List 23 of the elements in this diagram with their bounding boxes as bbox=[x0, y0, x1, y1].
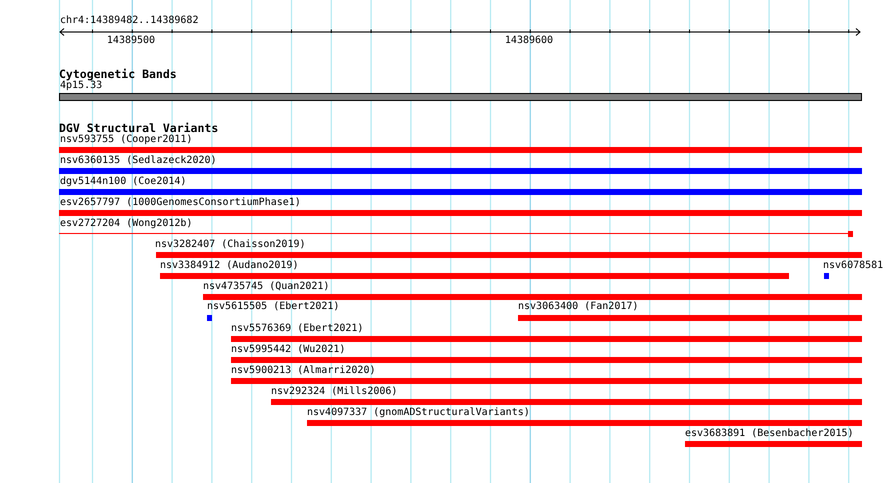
location-label: chr4:14389482..14389682 bbox=[60, 15, 198, 27]
variant-label: dgv5144n100 (Coe2014) bbox=[60, 176, 186, 188]
track-title: Cytogenetic Bands bbox=[59, 68, 177, 80]
variant-label: nsv5900213 (Almarri2020) bbox=[231, 365, 376, 377]
variant-label: nsv5995442 (Wu2021) bbox=[231, 344, 346, 356]
track-title: DGV Structural Variants bbox=[59, 122, 218, 134]
variant-label: nsv3384912 (Audano2019) bbox=[160, 260, 298, 272]
variant-label: nsv5615505 (Ebert2021) bbox=[207, 301, 340, 313]
variant-label: nsv3282407 (Chaisson2019) bbox=[155, 239, 306, 251]
variant-label: nsv593755 (Cooper2011) bbox=[60, 134, 192, 146]
variant-label: esv2727204 (Wong2012b) bbox=[60, 218, 192, 230]
variant-label: nsv5576369 (Ebert2021) bbox=[231, 323, 364, 335]
cytoband-label: 4p15.33 bbox=[60, 80, 102, 92]
variant-label: nsv3063400 (Fan2017) bbox=[518, 301, 638, 313]
variant-label: esv3683891 (Besenbacher2015) bbox=[685, 428, 854, 440]
variant-label: nsv292324 (Mills2006) bbox=[271, 386, 398, 398]
variant-label: nsv6078581 bbox=[823, 260, 884, 272]
variant-label: nsv4735745 (Quan2021) bbox=[203, 281, 330, 293]
variant-label: esv2657797 (1000GenomesConsortiumPhase1) bbox=[60, 197, 301, 209]
tick-label: 14389500 bbox=[106, 35, 156, 47]
variant-label: nsv6360135 (Sedlazeck2020) bbox=[60, 155, 217, 167]
tick-label: 14389600 bbox=[504, 35, 554, 47]
variant-label: nsv4097337 (gnomADStructuralVariants) bbox=[307, 407, 530, 419]
